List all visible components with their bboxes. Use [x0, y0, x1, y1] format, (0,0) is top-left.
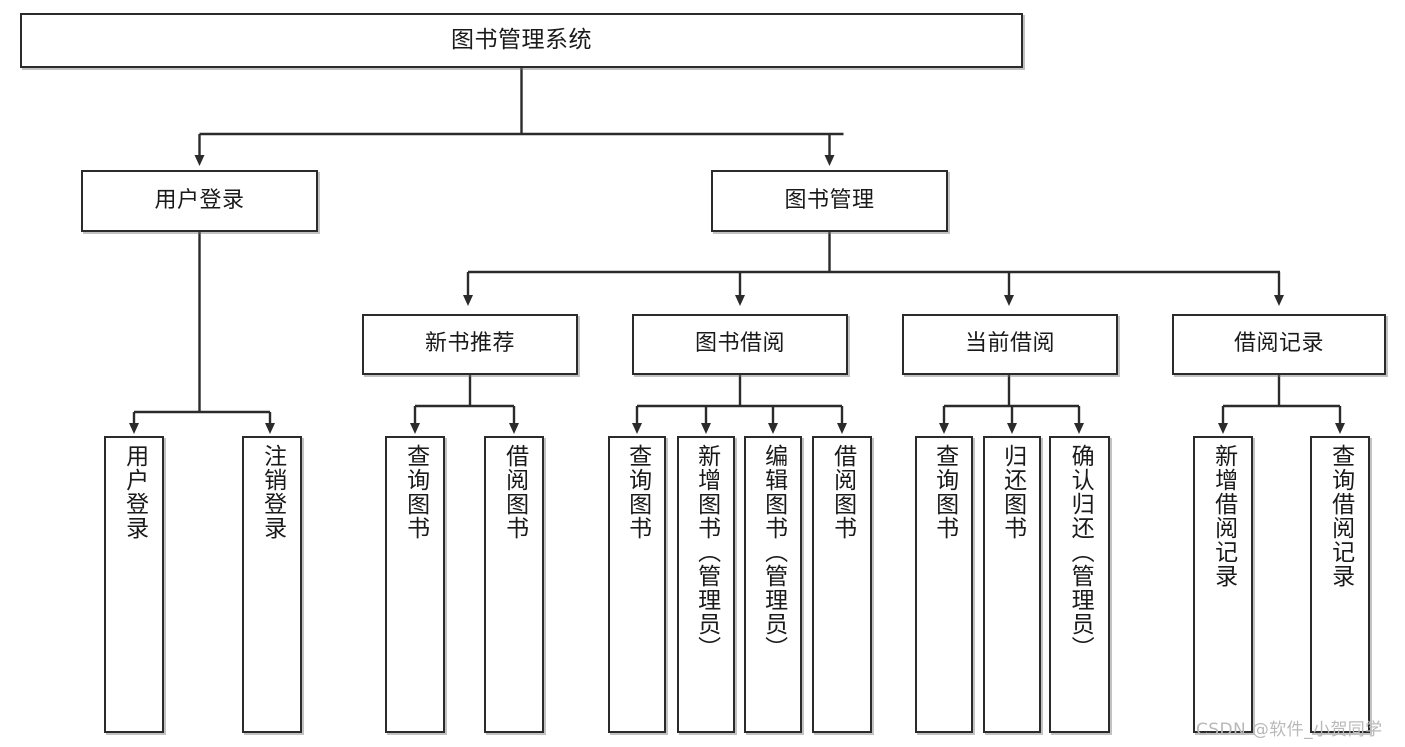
node-leaf-borrow-book[interactable]: 借阅图书 [812, 436, 872, 733]
node-leaf-edit-book-admin[interactable]: 编辑图书（管理员） [744, 436, 802, 733]
node-leaf-borrow-book-rec[interactable]: 借阅图书 [484, 436, 544, 733]
node-leaf-user-login-label: 用户登录 [121, 444, 148, 540]
node-root[interactable]: 图书管理系统 [20, 13, 1023, 68]
node-leaf-user-login[interactable]: 用户登录 [104, 436, 164, 733]
node-root-label: 图书管理系统 [451, 26, 592, 53]
node-user-login-label: 用户登录 [154, 187, 245, 213]
node-new-book-recommendation-label: 新书推荐 [424, 331, 515, 357]
node-book-management[interactable]: 图书管理 [711, 170, 948, 232]
node-leaf-return-book-label: 归还图书 [999, 444, 1026, 540]
node-leaf-query-borrow-record-label: 查询借阅记录 [1327, 444, 1354, 588]
node-current-borrow[interactable]: 当前借阅 [902, 314, 1118, 375]
node-leaf-return-book[interactable]: 归还图书 [983, 436, 1041, 733]
node-leaf-query-borrow-record[interactable]: 查询借阅记录 [1310, 436, 1370, 733]
node-leaf-add-book-admin[interactable]: 新增图书（管理员） [677, 436, 735, 733]
node-leaf-borrow-book-rec-label: 借阅图书 [501, 444, 528, 540]
node-borrow-record-label: 借阅记录 [1233, 331, 1324, 357]
node-leaf-query-book-borrow-label: 查询图书 [624, 444, 651, 540]
node-leaf-logout[interactable]: 注销登录 [242, 436, 302, 733]
node-leaf-logout-label: 注销登录 [259, 444, 286, 540]
node-leaf-add-book-admin-label: 新增图书（管理员） [693, 444, 720, 660]
node-leaf-borrow-book-label: 借阅图书 [829, 444, 856, 540]
node-leaf-confirm-return-admin-label: 确认归还（管理员） [1067, 444, 1094, 660]
node-book-management-label: 图书管理 [784, 187, 875, 213]
node-new-book-recommendation[interactable]: 新书推荐 [362, 314, 578, 375]
node-leaf-add-borrow-record[interactable]: 新增借阅记录 [1193, 436, 1253, 733]
node-borrow-record[interactable]: 借阅记录 [1172, 314, 1386, 375]
node-leaf-query-book-rec-label: 查询图书 [402, 444, 429, 540]
node-leaf-query-book-borrow[interactable]: 查询图书 [608, 436, 666, 733]
node-leaf-query-book-current[interactable]: 查询图书 [915, 436, 973, 733]
node-user-login[interactable]: 用户登录 [81, 170, 318, 232]
node-leaf-query-book-rec[interactable]: 查询图书 [385, 436, 445, 733]
node-leaf-edit-book-admin-label: 编辑图书（管理员） [760, 444, 787, 660]
node-leaf-add-borrow-record-label: 新增借阅记录 [1210, 444, 1237, 588]
node-leaf-query-book-current-label: 查询图书 [931, 444, 958, 540]
node-leaf-confirm-return-admin[interactable]: 确认归还（管理员） [1049, 436, 1110, 733]
node-book-borrow-label: 图书借阅 [694, 331, 785, 357]
node-book-borrow[interactable]: 图书借阅 [632, 314, 848, 375]
node-current-borrow-label: 当前借阅 [964, 331, 1055, 357]
